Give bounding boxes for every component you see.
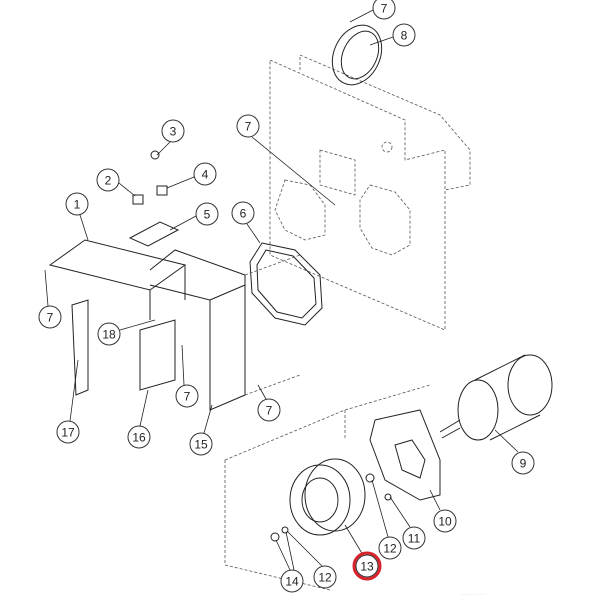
callout-bubble	[236, 114, 260, 138]
callout-3-screw: 3	[161, 119, 185, 143]
callout-bubble	[378, 536, 402, 560]
callout-label: 7	[184, 390, 191, 404]
callout-label: 9	[520, 457, 527, 471]
callout-label: 12	[318, 571, 332, 585]
highlight-ring	[352, 551, 382, 581]
callout-label: 12	[383, 542, 397, 556]
switch-plate-part	[128, 150, 180, 247]
callout-bubble	[355, 554, 379, 578]
callout-label: 18	[102, 328, 116, 342]
callout-bubble	[96, 168, 120, 192]
callout-bubble	[189, 432, 213, 456]
callout-16-panel: 16	[127, 425, 151, 449]
callout-6-gasket: 6	[231, 201, 255, 225]
rail-part	[71, 299, 89, 396]
callout-label: 11	[408, 532, 421, 546]
callout-1-bracket: 1	[65, 192, 89, 216]
callout-7-screw: 7	[175, 384, 199, 408]
callout-5-plate: 5	[195, 202, 219, 226]
callout-13-blower-wheel: 13	[352, 551, 382, 581]
callout-bubble	[511, 451, 535, 475]
callout-bubble	[65, 192, 89, 216]
callout-bubble	[56, 420, 80, 444]
callout-label: 16	[132, 431, 146, 445]
callout-label: 15	[194, 438, 208, 452]
callout-label: 6	[240, 207, 247, 221]
callout-label: 7	[245, 120, 252, 134]
callout-7-screw: 7	[257, 398, 281, 422]
callout-label: 7	[266, 404, 273, 418]
callout-9-motor: 9	[511, 451, 535, 475]
callout-bubble	[127, 425, 151, 449]
blower-wheel-part	[289, 458, 366, 536]
callout-15-housing: 15	[189, 432, 213, 456]
callout-label: 5	[204, 208, 211, 222]
callout-bubble	[257, 398, 281, 422]
callout-11-bolt: 11	[402, 526, 426, 550]
leader-lines	[44, 9, 519, 571]
callout-7-screw: 7	[372, 0, 396, 20]
drawing-number: · · · · · · · ·	[462, 592, 485, 598]
mount-plate-part	[369, 409, 441, 501]
callout-label: 2	[105, 174, 112, 188]
callout-bubble	[97, 322, 121, 346]
callout-label: 3	[170, 125, 177, 139]
callout-bubble	[195, 202, 219, 226]
panel-part	[139, 319, 176, 391]
back-panel	[269, 54, 471, 331]
callout-7-screw: 7	[38, 305, 62, 329]
callout-12-washer: 12	[313, 565, 337, 589]
callout-4-switch: 4	[193, 162, 217, 186]
callout-label: 8	[401, 29, 408, 43]
mounting-frame	[224, 384, 431, 591]
callout-label: 17	[61, 426, 75, 440]
callout-bubble	[231, 201, 255, 225]
callout-bubble	[372, 0, 396, 20]
callout-7-screw: 7	[236, 114, 260, 138]
callout-bubble	[175, 384, 199, 408]
callout-label: 14	[285, 575, 299, 589]
callout-bubble	[280, 569, 304, 593]
callout-label: 7	[47, 311, 54, 325]
callout-14-nut: 14	[280, 569, 304, 593]
callout-12-washer: 12	[378, 536, 402, 560]
callout-label: 4	[202, 168, 209, 182]
callout-2-switch: 2	[96, 168, 120, 192]
callout-10-mount-plate: 10	[433, 509, 457, 533]
ring-part	[331, 24, 383, 86]
motor-part	[439, 354, 553, 441]
callout-label: 1	[74, 198, 81, 212]
callout-8-ring: 8	[392, 23, 416, 47]
housing-part	[48, 239, 301, 411]
callout-bubble	[313, 565, 337, 589]
callout-17-rail: 17	[56, 420, 80, 444]
callout-label: 13	[360, 560, 374, 574]
callout-bubble	[433, 509, 457, 533]
callout-label: 7	[381, 2, 388, 16]
callout-bubble	[392, 23, 416, 47]
callout-18-clip: 18	[97, 322, 121, 346]
callout-bubble	[193, 162, 217, 186]
callout-bubble	[38, 305, 62, 329]
gasket-part	[249, 242, 323, 326]
callout-bubble	[402, 526, 426, 550]
callout-label: 10	[438, 515, 452, 529]
callout-bubble	[161, 119, 185, 143]
